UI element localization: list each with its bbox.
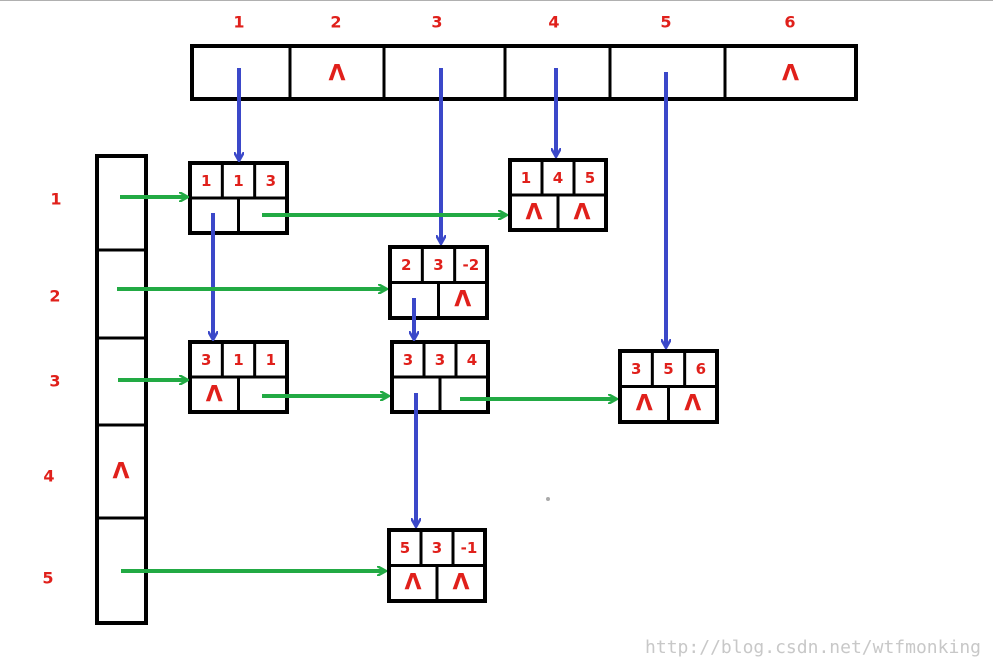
null-pointer-symbol: Λ <box>573 200 591 225</box>
column-index-label: 3 <box>431 12 443 32</box>
null-pointer-symbol: Λ <box>454 287 472 313</box>
node-row-field: 1 <box>520 168 532 187</box>
watermark: http://blog.csdn.net/wtfmonking <box>645 637 981 658</box>
null-pointer-symbol: Λ <box>328 61 346 87</box>
null-pointer-symbol: Λ <box>684 391 702 417</box>
node-col-field: 3 <box>434 350 446 369</box>
column-index-label: 6 <box>784 12 796 32</box>
node-row-field: 2 <box>400 255 412 274</box>
node-value-field: 5 <box>584 168 596 187</box>
node-row-field: 3 <box>200 350 212 369</box>
node-row-field: 1 <box>200 171 212 190</box>
column-head-array <box>190 44 858 101</box>
node-value-field: 1 <box>265 350 277 369</box>
node-value-field: -2 <box>462 255 480 274</box>
null-pointer-symbol: Λ <box>781 61 800 87</box>
node-row-field: 3 <box>630 359 642 378</box>
stray-dot <box>546 497 550 501</box>
row-index-label: 3 <box>49 371 61 391</box>
null-pointer-symbol: Λ <box>525 200 543 225</box>
row-index-label: 1 <box>50 189 62 209</box>
node-value-field: 6 <box>695 359 707 378</box>
null-pointer-symbol: Λ <box>112 459 130 484</box>
window-top-border <box>0 0 993 1</box>
row-index-label: 2 <box>49 286 61 306</box>
node-value-field: 4 <box>466 350 478 369</box>
node-value-field: 3 <box>265 171 277 190</box>
column-index-label: 1 <box>233 12 245 32</box>
column-index-label: 4 <box>548 12 560 32</box>
null-pointer-symbol: Λ <box>452 570 470 596</box>
row-index-label: 5 <box>42 568 54 588</box>
column-index-label: 2 <box>330 12 342 32</box>
node-col-field: 1 <box>233 171 244 190</box>
row-head-array <box>95 154 148 625</box>
node-col-field: 4 <box>552 168 564 187</box>
node-col-field: 5 <box>663 359 674 378</box>
column-index-label: 5 <box>660 12 672 32</box>
row-index-label: 4 <box>43 466 55 486</box>
node-col-field: 3 <box>433 255 444 274</box>
node-value-field: -1 <box>460 538 478 557</box>
node-row-field: 5 <box>399 538 411 557</box>
node-col-field: 1 <box>233 350 244 369</box>
null-pointer-symbol: Λ <box>635 391 653 417</box>
null-pointer-symbol: Λ <box>404 570 422 596</box>
null-pointer-symbol: Λ <box>205 382 223 407</box>
node-row-field: 3 <box>402 350 414 369</box>
node-col-field: 3 <box>431 538 443 557</box>
